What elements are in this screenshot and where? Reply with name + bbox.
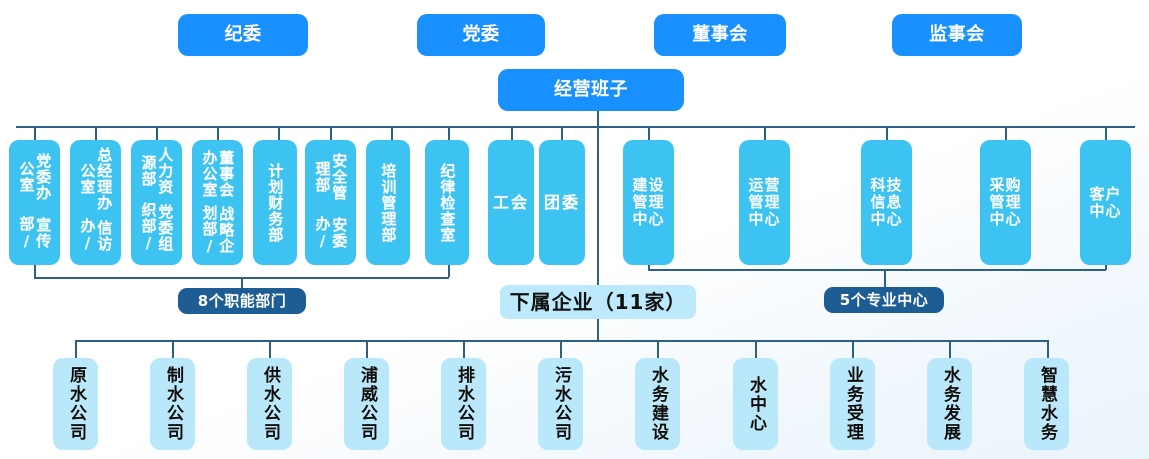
functional-dept-box-4[interactable]: 董事会办公室战略企划部/ [192, 140, 243, 265]
connector-drop-sub-11 [1047, 340, 1049, 358]
center-line-4-1: 采购 [989, 176, 1022, 195]
center-line-2-2: 管理 [748, 193, 781, 212]
executive-box[interactable]: 经营班子 [498, 69, 684, 111]
connector-functional-bracket-right [448, 265, 450, 277]
professional-center-box-1[interactable]: 建设 管理 中心 [623, 140, 674, 265]
functional-dept-box-5[interactable]: 计划财务部 [253, 140, 297, 265]
center-line-1-2: 管理 [632, 193, 665, 212]
center-line-4-2: 管理 [989, 193, 1022, 212]
functional-dept-label-1b: 宣传部/ [17, 215, 53, 251]
connector-drop-sub-3 [269, 340, 271, 358]
center-line-3-2: 信息 [870, 193, 903, 212]
functional-dept-label-2a: 总经理办公室 [78, 147, 114, 212]
center-line-1-1: 建设 [632, 176, 665, 195]
functional-dept-label-8a: 纪律检查室 [438, 162, 457, 243]
functional-dept-label-1a: 党委办公室 [17, 152, 53, 201]
connector-centers-bracket-right [1105, 265, 1107, 270]
connector-drop-center-4 [1005, 126, 1007, 140]
functional-dept-box-8[interactable]: 纪律检查室 [425, 140, 469, 265]
center-line-3-1: 科技 [870, 176, 903, 195]
governance-box-jianshihui[interactable]: 监事会 [892, 14, 1022, 56]
subsidiary-box-8[interactable]: 水中心 [733, 358, 778, 450]
connector-drop-sub-5 [463, 340, 465, 358]
connector-drop-dept-1 [34, 126, 36, 140]
center-line-2-1: 运营 [748, 176, 781, 195]
center-line-3-3: 中心 [870, 209, 903, 228]
functional-dept-label-5a: 计划财务部 [266, 162, 285, 243]
center-line-4-3: 中心 [989, 209, 1022, 228]
professional-center-box-4[interactable]: 采购 管理 中心 [980, 140, 1031, 265]
functional-dept-label-4b: 战略企划部/ [200, 204, 236, 256]
functional-dept-label-4a: 董事会办公室 [200, 149, 236, 198]
connector-centers-bracket-left [648, 265, 650, 270]
subsidiary-box-7[interactable]: 水务建设 [635, 358, 680, 450]
subsidiary-box-4[interactable]: 浦威公司 [344, 358, 389, 450]
connector-drop-dept-4 [217, 126, 219, 140]
connector-drop-sub-1 [75, 340, 77, 358]
subsidiary-box-3[interactable]: 供水公司 [247, 358, 292, 450]
functional-dept-label-3b: 党委组织部/ [139, 202, 175, 254]
subsidiary-box-11[interactable]: 智慧水务 [1024, 358, 1069, 450]
connector-drop-center-1 [648, 126, 650, 140]
functional-dept-box-6[interactable]: 安全管理部安委办/ [305, 140, 356, 265]
functional-dept-label-3a: 人力资源部 [139, 147, 175, 196]
subsidiary-box-1[interactable]: 原水公司 [53, 358, 98, 450]
connector-drop-center-5 [1105, 126, 1107, 140]
connector-functional-label-stem [241, 277, 243, 288]
center-line-5-2: 中心 [1089, 201, 1122, 220]
subsidiary-box-5[interactable]: 排水公司 [441, 358, 486, 450]
functional-dept-box-3[interactable]: 人力资源部党委组织部/ [131, 140, 182, 265]
functional-dept-label-2b: 信访办/ [78, 218, 114, 254]
professional-center-box-2[interactable]: 运营 管理 中心 [739, 140, 790, 265]
functional-dept-label-6a: 安全管理部 [313, 152, 349, 201]
group-label-subsidiaries[interactable]: 下属企业（11家） [500, 285, 696, 319]
subsidiary-box-9[interactable]: 业务受理 [830, 358, 875, 450]
connector-drop-sub-2 [172, 340, 174, 358]
subsidiary-box-10[interactable]: 水务发展 [927, 358, 972, 450]
connector-drop-sub-10 [949, 340, 951, 358]
connector-drop-dept-7 [391, 126, 393, 140]
group-label-functional[interactable]: 8个职能部门 [178, 288, 306, 314]
connector-drop-youth [561, 126, 563, 140]
center-line-1-3: 中心 [632, 209, 665, 228]
connector-drop-dept-2 [95, 126, 97, 140]
connector-centers-busbar [597, 126, 1135, 128]
governance-box-dangwei[interactable]: 党委 [417, 14, 545, 56]
connector-drop-dept-6 [330, 126, 332, 140]
mass-org-box-union[interactable]: 工会 [488, 140, 534, 265]
connector-drop-sub-9 [852, 340, 854, 358]
functional-dept-label-6b: 安委办/ [313, 215, 349, 251]
connector-centers-label-stem [884, 269, 886, 287]
functional-dept-box-7[interactable]: 培训管理部 [366, 140, 410, 265]
subsidiary-box-6[interactable]: 污水公司 [538, 358, 583, 450]
connector-drop-sub-6 [560, 340, 562, 358]
connector-drop-sub-8 [755, 340, 757, 358]
functional-dept-box-2[interactable]: 总经理办公室信访办/ [70, 140, 121, 265]
connector-drop-dept-5 [278, 126, 280, 140]
connector-exec-stem [597, 111, 599, 294]
connector-functional-bracket-left [34, 265, 36, 277]
center-line-2-3: 中心 [748, 209, 781, 228]
connector-subsidiary-stem [597, 319, 599, 340]
connector-drop-sub-4 [366, 340, 368, 358]
center-line-5-1: 客户 [1089, 184, 1122, 203]
professional-center-box-5[interactable]: 客户 中心 [1080, 140, 1131, 265]
connector-drop-dept-3 [156, 126, 158, 140]
functional-dept-box-1[interactable]: 党委办公室宣传部/ [9, 140, 60, 265]
connector-main-busbar [16, 126, 598, 128]
connector-centers-bracket [648, 269, 1106, 271]
subsidiary-box-2[interactable]: 制水公司 [150, 358, 195, 450]
group-label-centers[interactable]: 5个专业中心 [824, 287, 944, 313]
connector-drop-union [511, 126, 513, 140]
connector-drop-dept-8 [448, 126, 450, 140]
governance-box-jiwei[interactable]: 纪委 [178, 14, 308, 56]
professional-center-box-3[interactable]: 科技 信息 中心 [861, 140, 912, 265]
functional-dept-label-7a: 培训管理部 [379, 162, 398, 243]
governance-box-dongshihui[interactable]: 董事会 [654, 14, 786, 56]
connector-drop-center-3 [886, 126, 888, 140]
connector-drop-sub-7 [657, 340, 659, 358]
mass-org-box-youth[interactable]: 团委 [539, 140, 585, 265]
connector-drop-center-2 [764, 126, 766, 140]
